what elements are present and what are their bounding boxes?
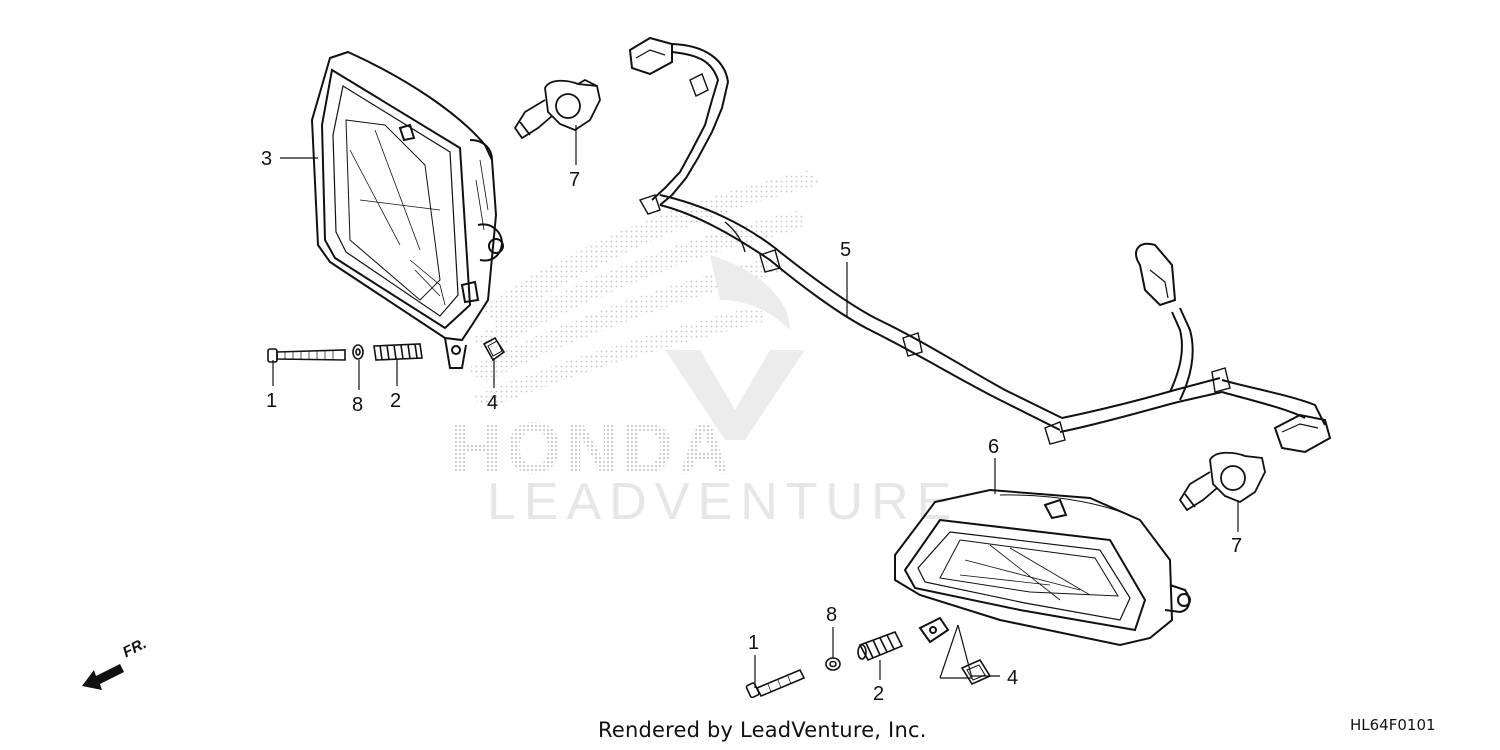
callout-7-right: 7	[1231, 535, 1242, 557]
front-direction-arrow-icon	[82, 664, 124, 690]
diagram-code: HL64F0101	[1350, 716, 1436, 734]
callout-7-top: 7	[569, 169, 580, 191]
honda-watermark: HONDA	[450, 409, 734, 489]
washer-8-left[interactable]	[352, 344, 364, 360]
washer-8-right[interactable]	[825, 657, 841, 671]
callout-5: 5	[840, 239, 851, 261]
callout-4-left: 4	[487, 392, 498, 414]
callout-4-right: 4	[1007, 667, 1018, 689]
bulb-7-right[interactable]	[1178, 451, 1266, 512]
clip-nut-4-left[interactable]	[482, 336, 506, 362]
clip-nut-4-right[interactable]	[960, 658, 992, 686]
render-credit: Rendered by LeadVenture, Inc.	[598, 718, 927, 742]
callout-8-right: 8	[826, 604, 837, 626]
headlight-left[interactable]	[310, 50, 504, 369]
callout-6: 6	[988, 436, 999, 458]
callout-3: 3	[261, 148, 272, 170]
leadventure-watermark: LEADVENTURE	[487, 473, 960, 531]
grommet-2-left[interactable]	[373, 343, 423, 361]
callout-2-left: 2	[390, 390, 401, 412]
grommet-2-right[interactable]	[857, 631, 904, 662]
bulb-7-top[interactable]	[513, 78, 601, 140]
bolt-1-right[interactable]	[745, 668, 806, 699]
callout-8-left: 8	[352, 394, 363, 416]
headlight-right[interactable]	[894, 488, 1191, 647]
callout-2-right: 2	[873, 683, 884, 705]
wiring-harness[interactable]	[628, 36, 1332, 454]
callout-1-left: 1	[266, 390, 277, 412]
leader-lines	[272, 125, 1239, 688]
bolt-1-left[interactable]	[267, 348, 346, 363]
callout-1-right: 1	[748, 632, 759, 654]
wing-logo-watermark	[465, 170, 820, 440]
